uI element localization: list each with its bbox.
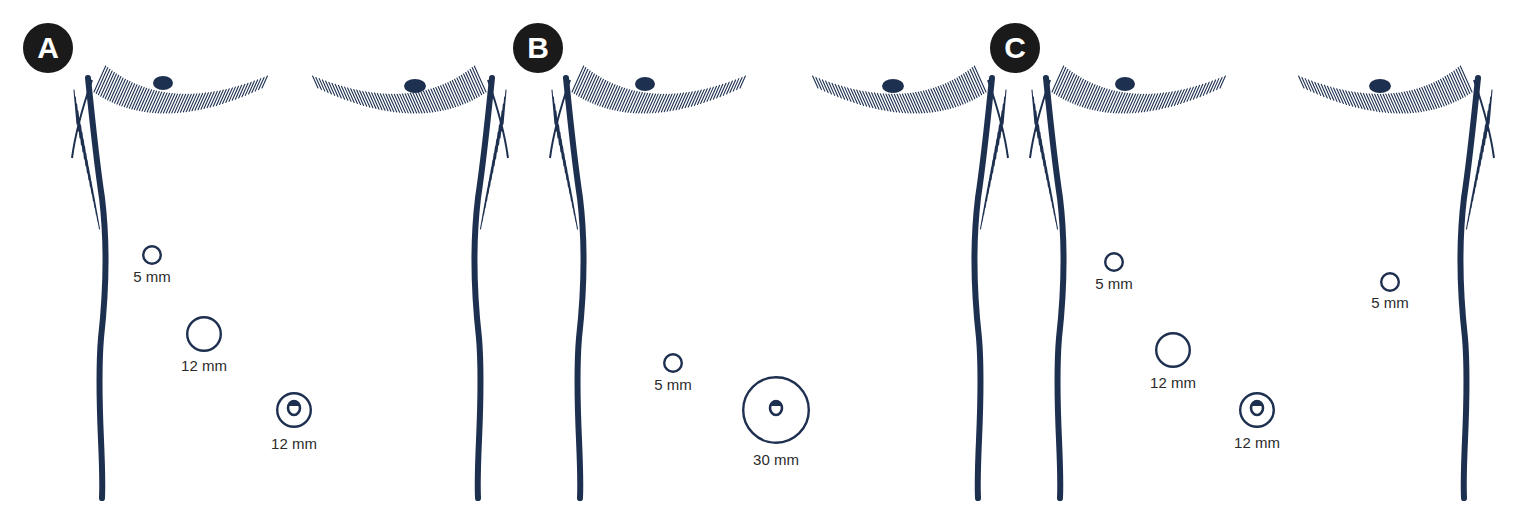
port-circle	[186, 316, 222, 352]
panel-letter: C	[988, 21, 1042, 75]
port-circle	[742, 376, 810, 444]
port-size-label: 5 mm	[133, 268, 171, 285]
nipple	[1115, 77, 1135, 91]
torso-left	[1030, 66, 1225, 498]
label-holder: 12 mm	[1150, 374, 1196, 392]
torso-right	[1299, 66, 1494, 498]
port-size-label: 5 mm	[1371, 294, 1409, 311]
label-holder: 5 mm	[133, 268, 171, 286]
nipple	[882, 79, 904, 93]
port-size-label: 12 mm	[271, 435, 317, 452]
port-circle	[276, 392, 312, 428]
torso-right	[313, 66, 508, 498]
nipple	[404, 79, 426, 93]
label-holder: 12 mm	[271, 435, 317, 453]
port-size-label: 12 mm	[181, 357, 227, 374]
port-circle	[1380, 272, 1400, 292]
label-holder: 12 mm	[181, 357, 227, 375]
label-holder: 12 mm	[1234, 434, 1280, 452]
panel-letter: A	[21, 21, 75, 75]
port-circle	[142, 245, 162, 265]
port-size-label: 5 mm	[654, 376, 692, 393]
port-circle	[663, 353, 683, 373]
label-holder: 5 mm	[1095, 275, 1133, 293]
torso-left	[72, 66, 267, 498]
torso-right	[813, 66, 1008, 498]
port-circle	[1155, 332, 1191, 368]
port-size-label: 30 mm	[753, 451, 799, 468]
panel-letter: B	[511, 21, 565, 75]
nipple	[1369, 79, 1391, 93]
port-size-label: 12 mm	[1234, 434, 1280, 451]
label-holder: 5 mm	[1371, 294, 1409, 312]
label-holder: 5 mm	[654, 376, 692, 394]
port-size-label: 5 mm	[1095, 275, 1133, 292]
label-holder: 30 mm	[753, 451, 799, 469]
port-circle	[1239, 392, 1275, 428]
nipple	[153, 76, 173, 90]
port-circle	[1104, 252, 1124, 272]
nipple	[635, 77, 655, 91]
torso-left	[550, 66, 745, 498]
port-size-label: 12 mm	[1150, 374, 1196, 391]
